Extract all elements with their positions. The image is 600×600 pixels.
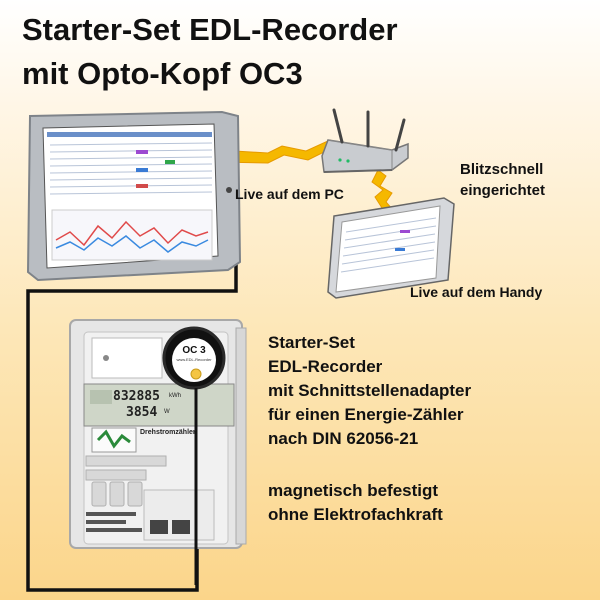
opto-head-sub-label: www.EDL-Recorder: [176, 357, 212, 362]
title-line-1: Starter-Set EDL-Recorder: [22, 12, 398, 47]
desc-line-2: EDL-Recorder: [268, 357, 383, 376]
meter-reading-1: 832885: [113, 389, 160, 404]
title-line-2: mit Opto-Kopf OC3: [22, 56, 303, 91]
opto-head-label: OC 3: [182, 345, 206, 356]
meter-reading-2: 3854: [126, 405, 158, 420]
tablet-icon: [26, 110, 242, 282]
feature-line-1: magnetisch befestigt: [268, 481, 439, 500]
meter-unit-1: kWh: [169, 393, 181, 399]
meter-type-label: Drehstromzähler: [140, 429, 196, 436]
meter-unit-2: W: [164, 409, 170, 415]
label-live-handy: Live auf dem Handy: [410, 284, 543, 300]
label-eingerichtet: eingerichtet: [460, 182, 546, 199]
desc-line-1: Starter-Set: [268, 333, 355, 352]
router-icon: [321, 108, 409, 173]
desc-line-4: für einen Energie-Zähler: [268, 405, 464, 424]
opto-head-icon: [162, 326, 226, 585]
label-blitzschnell: Blitzschnell: [460, 161, 544, 178]
desc-line-5: nach DIN 62056-21: [268, 429, 419, 448]
desc-line-3: mit Schnittstellenadapter: [268, 381, 472, 400]
label-live-pc: Live auf dem PC: [235, 186, 344, 202]
feature-line-2: ohne Elektrofachkraft: [268, 505, 443, 524]
smartphone-icon: [327, 197, 455, 299]
